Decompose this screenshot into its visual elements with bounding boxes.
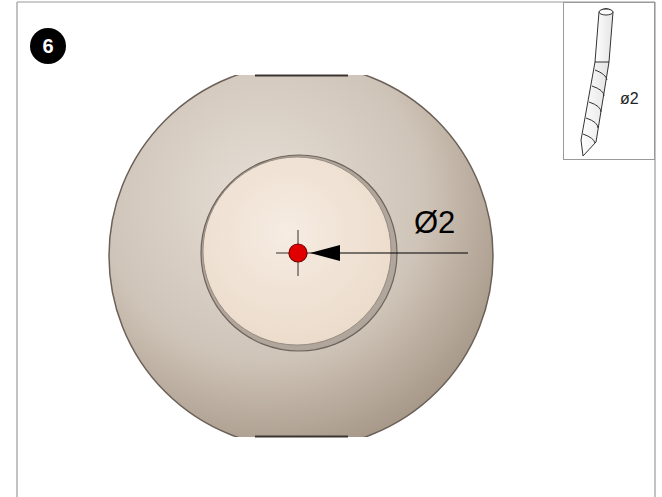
tool-inset: ø2	[563, 2, 655, 160]
frame-line	[17, 1, 655, 2]
drill-bit	[581, 9, 613, 157]
tool-size: ø2	[620, 91, 639, 107]
step-number-text: 6	[42, 36, 53, 56]
arrow-head	[310, 245, 340, 261]
drill-point	[289, 244, 307, 262]
leader-line	[330, 253, 468, 254]
step-number: 6	[30, 28, 66, 64]
flat-top	[255, 75, 348, 77]
wooden-ball	[109, 75, 493, 437]
frame-line	[16, 2, 17, 497]
dimension-label: Ø2	[414, 207, 455, 238]
step-badge	[30, 28, 66, 64]
flat-bottom	[255, 436, 348, 438]
flat-face	[203, 157, 391, 345]
